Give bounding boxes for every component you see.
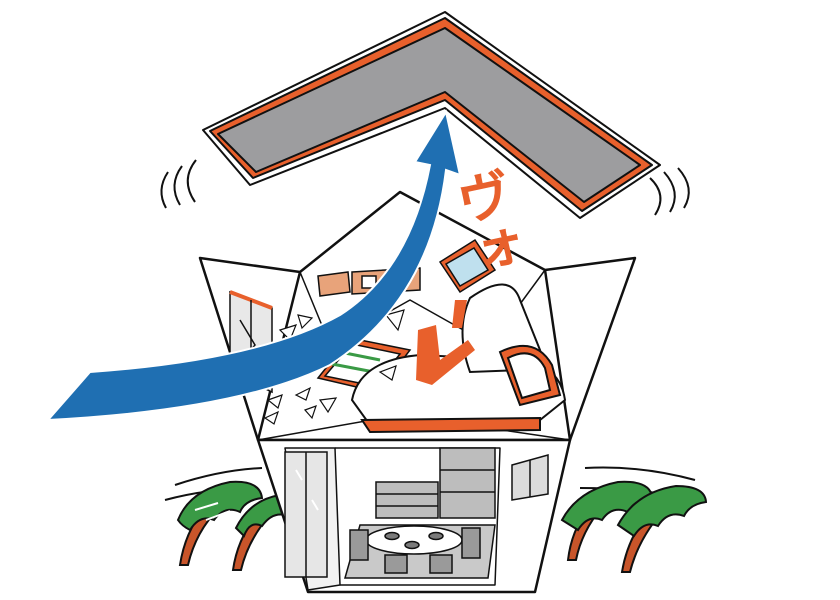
window-icon (284, 451, 328, 578)
debris-fragments (263, 309, 405, 425)
shake-lines-icon (160, 159, 690, 216)
tree-icon (176, 480, 264, 566)
window-icon (511, 454, 549, 501)
roof-icon (202, 11, 661, 219)
wind-arrow-icon (45, 109, 462, 422)
tree-icon (616, 484, 708, 573)
sofa-icon (350, 283, 567, 434)
dining-table-icon (344, 524, 496, 579)
sideboard-icon (375, 447, 496, 519)
impact-marks (416, 300, 475, 385)
tree-icon (231, 493, 287, 571)
